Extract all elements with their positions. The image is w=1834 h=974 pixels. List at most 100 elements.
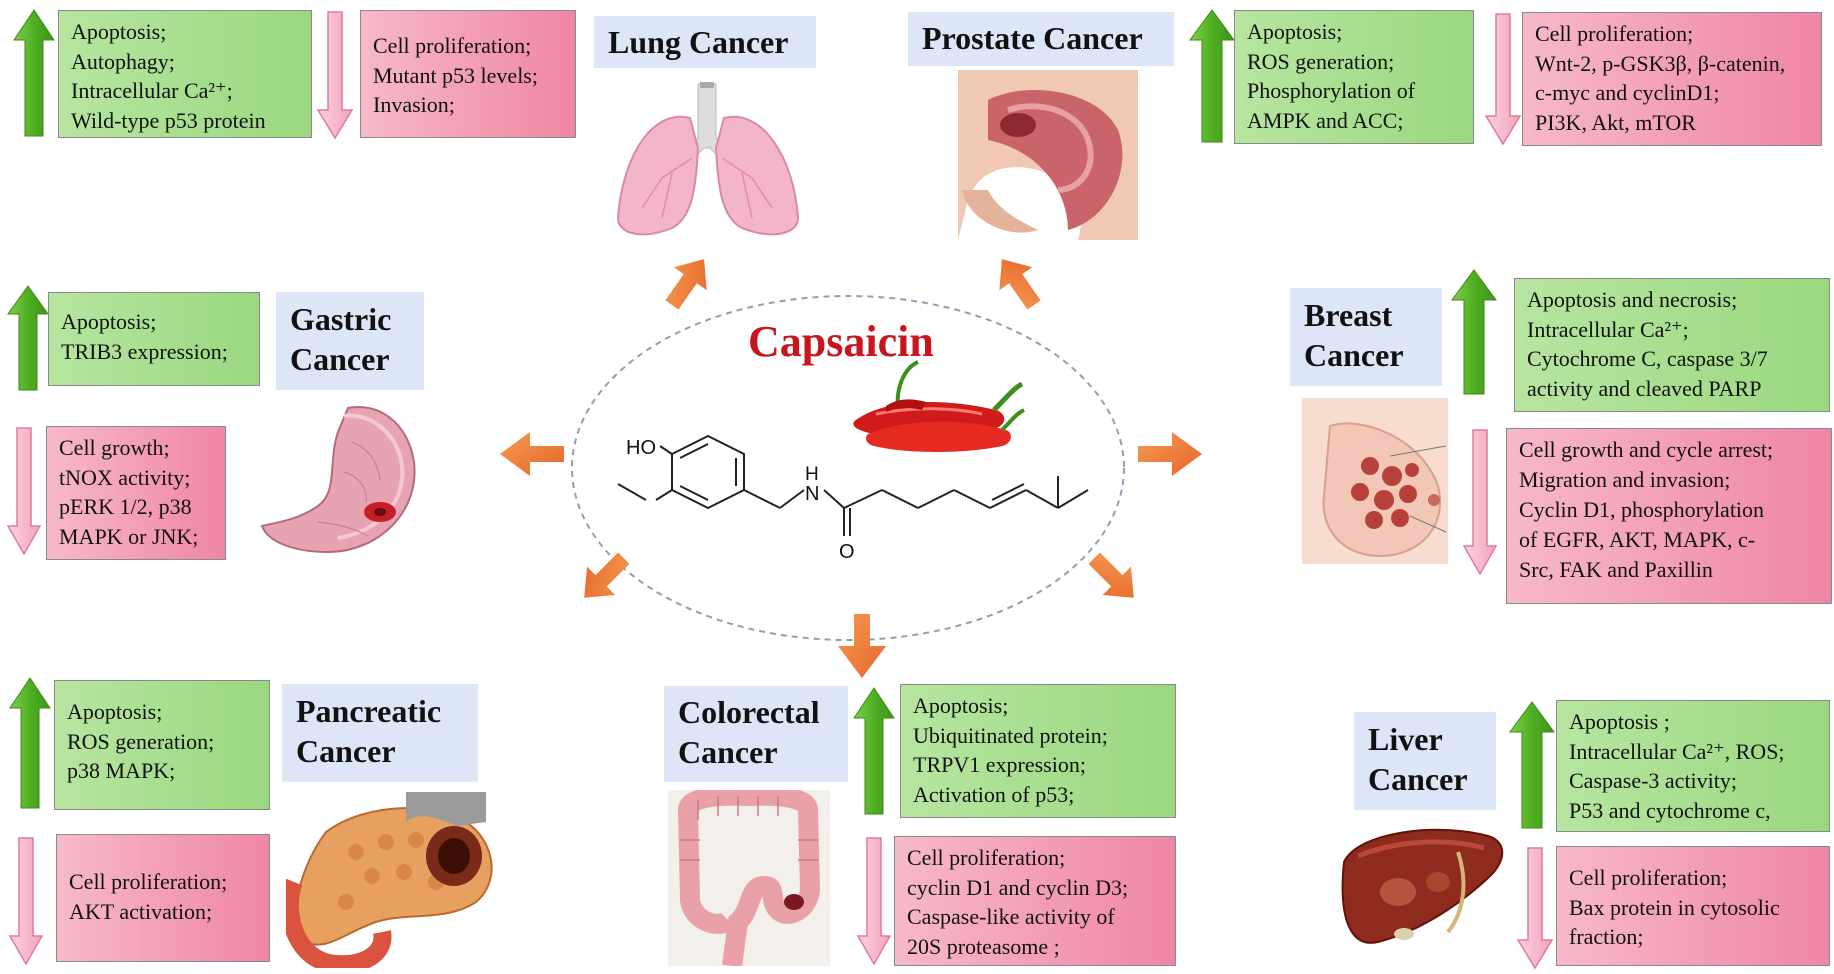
orange-arrow-icon: [500, 432, 564, 476]
list-item: fraction;: [1569, 924, 1644, 949]
list-item: Apoptosis and necrosis;: [1527, 287, 1738, 312]
chili-peppers-image: [853, 360, 1025, 452]
orange-arrow-icon: [838, 614, 886, 678]
down-arrow-icon: [1516, 847, 1554, 970]
list-item: ROS generation;: [1247, 48, 1395, 74]
orange-arrow-icon: [584, 552, 630, 598]
capsaicin-title: Capsaicin: [748, 317, 934, 366]
up-arrow-icon: [9, 677, 51, 809]
gastric-cancer-title: Gastric Cancer: [276, 292, 424, 390]
lung-cancer-title: Lung Cancer: [594, 16, 816, 68]
list-item: TRPV1 expression;: [913, 752, 1086, 777]
list-item: Cell proliferation;: [1569, 865, 1728, 890]
prostate-decrease-box: Cell proliferation; Wnt-2, p-GSK3β, β-ca…: [1522, 12, 1822, 146]
colorectal-increase-box: Apoptosis; Ubiquitinated protein; TRPV1 …: [900, 684, 1176, 818]
down-arrow-icon: [856, 837, 892, 966]
list-item: Apoptosis;: [67, 699, 163, 724]
list-item: Apoptosis;: [1247, 19, 1343, 44]
list-item: Intracellular Ca²⁺, ROS;: [1569, 738, 1785, 764]
list-item: Wnt-2, p-GSK3β, β-catenin,: [1535, 50, 1786, 76]
carbonyl-o-label: O: [839, 541, 855, 563]
list-item: ROS generation;: [67, 728, 215, 754]
colorectal-decrease-box: Cell proliferation; cyclin D1 and cyclin…: [894, 836, 1176, 966]
amine-n-label: N: [805, 483, 819, 505]
list-item: TRIB3 expression;: [61, 338, 228, 364]
list-item: MAPK or JNK;: [59, 523, 199, 549]
up-arrow-icon: [1509, 701, 1555, 829]
list-item: Wild-type p53 protein: [71, 107, 266, 133]
gastric-decrease-box: Cell growth; tNOX activity; pERK 1/2, p3…: [46, 426, 226, 560]
liver-image: [1341, 828, 1504, 944]
lung-increase-box: Apoptosis; Autophagy; Intracellular Ca²⁺…: [58, 10, 312, 138]
liver-cancer-title: Liver Cancer: [1354, 712, 1496, 810]
list-item: p38 MAPK;: [67, 758, 176, 783]
list-item: Cell proliferation;: [373, 33, 532, 58]
list-item: Migration and invasion;: [1519, 467, 1731, 492]
orange-arrow-icon: [999, 259, 1041, 310]
list-item: AKT activation;: [69, 898, 213, 924]
list-item: AMPK and ACC;: [1247, 107, 1404, 133]
orange-arrow-icon: [1088, 552, 1134, 598]
list-item: Cell proliferation;: [1535, 21, 1694, 46]
capsaicin-ellipse: [571, 295, 1125, 641]
list-item: of EGFR, AKT, MAPK, c-: [1519, 527, 1756, 552]
list-item: Intracellular Ca²⁺;: [1527, 316, 1689, 342]
list-item: Invasion;: [373, 92, 455, 117]
prostate-image: [958, 70, 1138, 240]
list-item: Cell proliferation;: [69, 869, 228, 894]
list-item: pERK 1/2, p38: [59, 494, 192, 519]
pancreas-image: [286, 792, 493, 968]
list-item: Activation of p53;: [913, 781, 1075, 807]
prostate-cancer-title: Prostate Cancer: [908, 12, 1174, 66]
orange-arrow-icon: [665, 259, 707, 310]
list-item: Cyclin D1, phosphorylation: [1519, 497, 1765, 522]
list-item: Cell proliferation;: [907, 845, 1066, 870]
list-item: PI3K, Akt, mTOR: [1535, 109, 1696, 135]
list-item: Apoptosis;: [61, 309, 157, 334]
list-item: 20S proteasome ;: [907, 933, 1060, 959]
list-item: Caspase-3 activity;: [1569, 768, 1738, 793]
list-item: Src, FAK and Paxillin: [1519, 557, 1713, 582]
up-arrow-icon: [13, 9, 55, 137]
up-arrow-icon: [7, 285, 49, 391]
breast-image: [1302, 398, 1448, 564]
list-item: Apoptosis ;: [1569, 709, 1670, 734]
amine-h-label: H: [805, 464, 819, 485]
list-item: activity and cleaved PARP: [1527, 375, 1762, 401]
colon-image: [668, 790, 830, 966]
list-item: P53 and cytochrome c,: [1569, 797, 1771, 823]
pancreatic-increase-box: Apoptosis; ROS generation; p38 MAPK;: [54, 680, 270, 810]
list-item: Mutant p53 levels;: [373, 62, 538, 88]
list-item: Cell growth;: [59, 435, 170, 460]
orange-arrow-icon: [1138, 432, 1202, 476]
list-item: Apoptosis;: [913, 693, 1009, 718]
down-arrow-icon: [1484, 13, 1522, 146]
list-item: Cytochrome C, caspase 3/7: [1527, 346, 1768, 371]
list-item: Bax protein in cytosolic: [1569, 894, 1780, 920]
lungs-image: [616, 82, 800, 236]
hydroxyl-label: HO: [626, 437, 656, 459]
pancreatic-cancer-title: Pancreatic Cancer: [282, 684, 478, 782]
breast-cancer-title: Breast Cancer: [1290, 288, 1442, 386]
liver-increase-box: Apoptosis ; Intracellular Ca²⁺, ROS; Cas…: [1556, 700, 1830, 832]
list-item: Apoptosis;: [71, 19, 167, 44]
down-arrow-icon: [8, 837, 44, 966]
prostate-increase-box: Apoptosis; ROS generation; Phosphorylati…: [1234, 10, 1474, 144]
colorectal-cancer-title: Colorectal Cancer: [664, 686, 848, 782]
up-arrow-icon: [853, 687, 895, 815]
list-item: Autophagy;: [71, 48, 175, 74]
list-item: Intracellular Ca²⁺;: [71, 78, 233, 103]
capsaicin-structure: HO H N O: [617, 434, 1089, 563]
gastric-increase-box: Apoptosis; TRIB3 expression;: [48, 292, 260, 386]
list-item: Phosphorylation of: [1247, 78, 1416, 103]
pancreatic-decrease-box: Cell proliferation; AKT activation;: [56, 834, 270, 962]
stomach-image: [260, 406, 416, 554]
list-item: Cell growth and cycle arrest;: [1519, 437, 1774, 462]
down-arrow-icon: [1462, 429, 1498, 576]
down-arrow-icon: [6, 427, 42, 556]
down-arrow-icon: [316, 11, 354, 140]
breast-decrease-box: Cell growth and cycle arrest; Migration …: [1506, 428, 1832, 604]
list-item: c-myc and cyclinD1;: [1535, 80, 1720, 105]
up-arrow-icon: [1451, 269, 1497, 395]
list-item: tNOX activity;: [59, 464, 191, 490]
